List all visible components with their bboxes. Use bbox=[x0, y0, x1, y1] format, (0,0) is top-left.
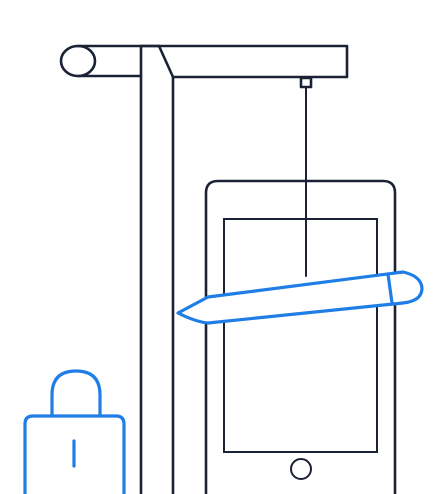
tablet-home-button bbox=[290, 458, 312, 480]
tablet-icon bbox=[204, 179, 397, 494]
stand-pulley bbox=[59, 44, 97, 78]
stand-pole bbox=[139, 44, 175, 494]
tablet-screen bbox=[223, 218, 378, 453]
stylus-body bbox=[176, 270, 424, 325]
padlock-icon bbox=[23, 369, 126, 494]
cable-clip bbox=[299, 76, 313, 89]
stylus-cap-line bbox=[386, 272, 394, 305]
tablet-body bbox=[204, 179, 397, 494]
stand-arm bbox=[76, 44, 349, 79]
padlock-shackle bbox=[50, 369, 102, 418]
stylus-pen-icon bbox=[176, 270, 424, 325]
